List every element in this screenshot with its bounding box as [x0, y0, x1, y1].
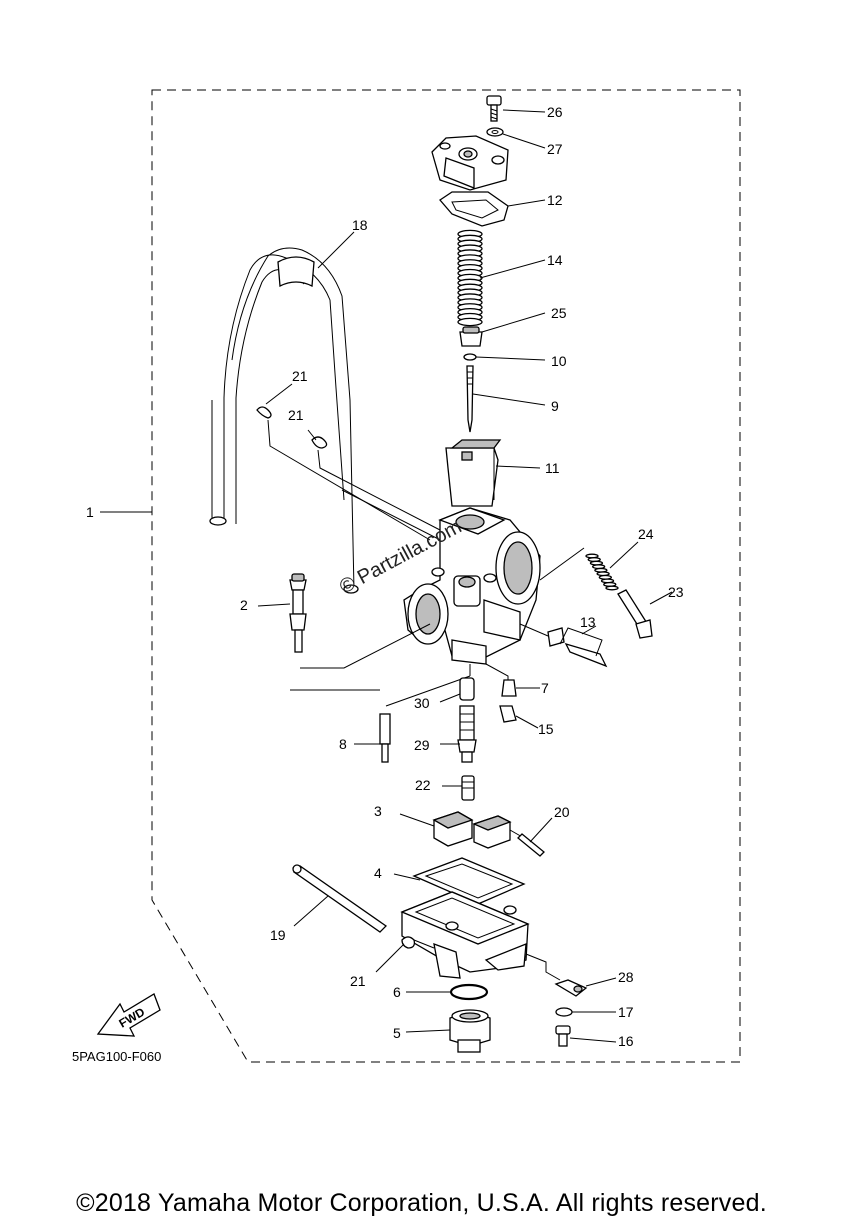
part-12-gasket — [439, 191, 546, 227]
fwd-arrow: FWD — [96, 993, 161, 1037]
callout-22: 22 — [415, 777, 431, 793]
callout-21-c: 21 — [350, 973, 366, 989]
part-18-vent-hose — [209, 231, 359, 594]
part-20-float-pin — [517, 817, 553, 857]
part-2-pilot-screw — [257, 573, 431, 669]
callout-10: 10 — [551, 353, 567, 369]
callout-8: 8 — [339, 736, 347, 752]
callout-24: 24 — [638, 526, 654, 542]
callout-line-24 — [609, 541, 639, 569]
part-7-pilot-jet — [501, 679, 540, 697]
part-26-screw — [486, 95, 546, 122]
callout-3: 3 — [374, 803, 382, 819]
part-19-drain-tube — [292, 864, 388, 933]
callout-13: 13 — [580, 614, 596, 630]
lower-routing-lines — [290, 663, 509, 707]
callout-line-14 — [479, 259, 546, 279]
part-21-hose-clip-upper — [256, 383, 328, 449]
callout-25: 25 — [551, 305, 567, 321]
part-11-throttle-valve — [445, 439, 541, 507]
callout-17: 17 — [618, 1004, 634, 1020]
callout-16: 16 — [618, 1033, 634, 1049]
part-27-washer — [486, 127, 546, 149]
callout-29: 29 — [414, 737, 430, 753]
callout-19: 19 — [270, 927, 286, 943]
part-22-main-jet — [442, 775, 475, 801]
assembly-boundary — [151, 89, 741, 1063]
callout-27: 27 — [547, 141, 563, 157]
callout-23: 23 — [668, 584, 684, 600]
part-float-bowl — [400, 891, 530, 979]
callout-2: 2 — [240, 597, 248, 613]
callout-26: 26 — [547, 104, 563, 120]
part-30-jet-holder — [439, 677, 475, 703]
callout-21-b: 21 — [288, 407, 304, 423]
part-6-o-ring — [406, 983, 489, 1001]
part-16-screw — [555, 1025, 617, 1047]
part-10-clip — [463, 353, 546, 361]
part-24-spring — [585, 553, 619, 591]
callout-18: 18 — [352, 217, 368, 233]
part-5-drain-plug — [405, 1009, 491, 1053]
callout-5: 5 — [393, 1025, 401, 1041]
callout-12: 12 — [547, 192, 563, 208]
part-carb-top-cap — [431, 135, 509, 191]
callout-6: 6 — [393, 984, 401, 1000]
part-14-spring — [457, 229, 483, 327]
callout-9: 9 — [551, 398, 559, 414]
part-9-jet-needle — [466, 365, 546, 433]
callout-20: 20 — [554, 804, 570, 820]
callout-4: 4 — [374, 865, 382, 881]
callout-14: 14 — [547, 252, 563, 268]
copyright-notice: ©2018 Yamaha Motor Corporation, U.S.A. A… — [76, 1189, 767, 1217]
part-1-carburetor-body — [403, 507, 541, 665]
callout-1: 1 — [86, 504, 94, 520]
part-17-washer — [555, 1007, 616, 1017]
callout-7: 7 — [541, 680, 549, 696]
diagram-code: 5PAG100-F060 — [72, 1049, 161, 1064]
part-28-bracket — [525, 953, 617, 997]
part-13-screw-set — [519, 623, 608, 668]
part-29-needle-jet — [440, 705, 477, 763]
callout-28: 28 — [618, 969, 634, 985]
part-8-starter-jet — [354, 713, 391, 763]
part-15-plate — [499, 705, 539, 729]
callout-11: 11 — [545, 460, 560, 476]
part-21-hose-clip-lower — [375, 936, 435, 973]
part-23-throttle-stop-screw — [539, 547, 673, 639]
callout-15: 15 — [538, 721, 554, 737]
callout-30: 30 — [414, 695, 430, 711]
callout-21-a: 21 — [292, 368, 308, 384]
part-3-float — [399, 811, 525, 849]
part-25-needle-holder — [459, 312, 546, 347]
